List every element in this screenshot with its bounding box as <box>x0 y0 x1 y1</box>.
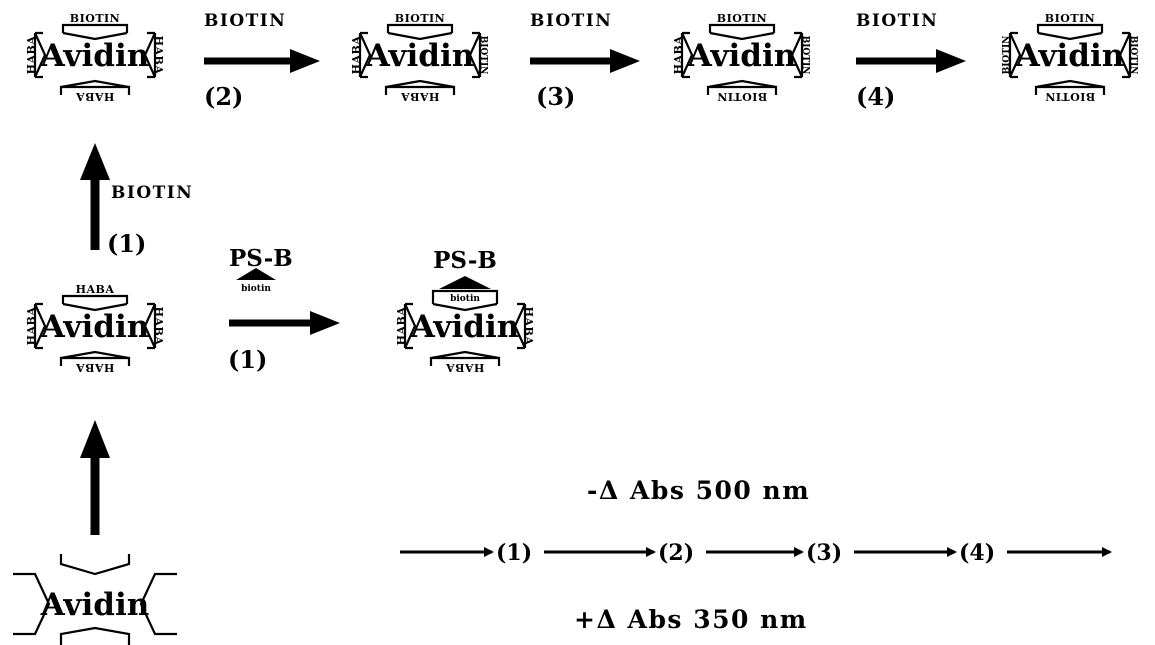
psb-tag: PS-B <box>433 247 497 274</box>
bottom-ligand: BIOTIN <box>717 90 767 103</box>
right-ligand: HABA <box>522 307 535 346</box>
top-ligand: BIOTIN <box>1045 12 1095 25</box>
avidin-label: Avidin <box>40 309 150 345</box>
avidin-label: Avidin <box>40 38 150 74</box>
left-ligand: HABA <box>25 36 38 75</box>
bottom-ligand: HABA <box>446 361 485 374</box>
avidin-label: Avidin <box>410 309 520 345</box>
abs-step: (4) <box>959 540 995 566</box>
psb-tag: PS-B <box>229 245 293 272</box>
complex-top3: Avidin BIOTIN BIOTIN HABA BIOTIN <box>672 12 810 103</box>
step-number: (2) <box>204 82 243 111</box>
arrow-label: BIOTIN <box>530 11 612 31</box>
right-ligand: HABA <box>152 36 165 75</box>
bottom-ligand: HABA <box>76 361 115 374</box>
top-ligand: biotin <box>450 294 480 304</box>
bottom-ligand: HABA <box>401 90 440 103</box>
abs-350-label: +Δ Abs 350 nm <box>574 605 808 634</box>
right-ligand: BIOTIN <box>478 36 488 75</box>
left-ligand: HABA <box>350 36 363 75</box>
complex-top1: Avidin BIOTIN HABA HABA HABA <box>25 12 165 103</box>
right-ligand: BIOTIN <box>800 36 810 75</box>
avidin-label: Avidin <box>687 38 797 74</box>
step-number: (1) <box>107 229 146 258</box>
top-ligand: BIOTIN <box>717 12 767 25</box>
left-ligand: HABA <box>25 307 38 346</box>
abs-step: (1) <box>496 540 532 566</box>
right-ligand: BIOTIN <box>1128 36 1138 75</box>
step-number: (1) <box>228 345 267 374</box>
right-ligand: HABA <box>152 307 165 346</box>
top-ligand: BIOTIN <box>395 12 445 25</box>
bottom-ligand: BIOTIN <box>1045 90 1095 103</box>
abs-step: (2) <box>658 540 694 566</box>
avidin-label: Avidin <box>1015 38 1125 74</box>
arrow-step-4: BIOTIN (4) <box>856 11 966 111</box>
top-ligand: BIOTIN <box>70 12 120 25</box>
arrow-label: BIOTIN <box>856 11 938 31</box>
arrow-label: BIOTIN <box>204 11 286 31</box>
complex-top2: Avidin BIOTIN HABA HABA BIOTIN <box>350 12 488 103</box>
bottom-ligand: HABA <box>76 90 115 103</box>
step-number: (3) <box>536 82 575 111</box>
complex-top4: Avidin BIOTIN BIOTIN BIOTIN BIOTIN <box>1002 12 1138 103</box>
left-ligand: BIOTIN <box>1002 36 1012 75</box>
arrow-step-1-vertical: BIOTIN (1) <box>80 143 193 258</box>
avidin-label: Avidin <box>40 587 150 623</box>
abs-step: (3) <box>806 540 842 566</box>
arrow-step-1-horizontal: PS-B biotin (1) <box>228 245 340 374</box>
top-ligand: HABA <box>76 283 115 296</box>
left-ligand: HABA <box>395 307 408 346</box>
left-ligand: HABA <box>672 36 685 75</box>
avidin-label: Avidin <box>365 38 475 74</box>
psb-biotin-tag: biotin <box>241 284 271 294</box>
arrow-label: BIOTIN <box>111 183 193 203</box>
complex-free: Avidin <box>13 554 177 645</box>
arrow-step-2: BIOTIN (2) <box>204 11 320 111</box>
arrow-step-3: BIOTIN (3) <box>530 11 640 111</box>
arrow-free-to-haba <box>80 420 110 535</box>
step-number: (4) <box>856 82 895 111</box>
abs-step-chain: (1) (2) (3) (4) <box>400 540 1112 566</box>
complex-psb: PS-B Avidin biotin HABA HABA HABA <box>395 247 535 374</box>
abs-500-label: -Δ Abs 500 nm <box>587 476 810 505</box>
complex-mid: Avidin HABA HABA HABA HABA <box>25 283 165 374</box>
